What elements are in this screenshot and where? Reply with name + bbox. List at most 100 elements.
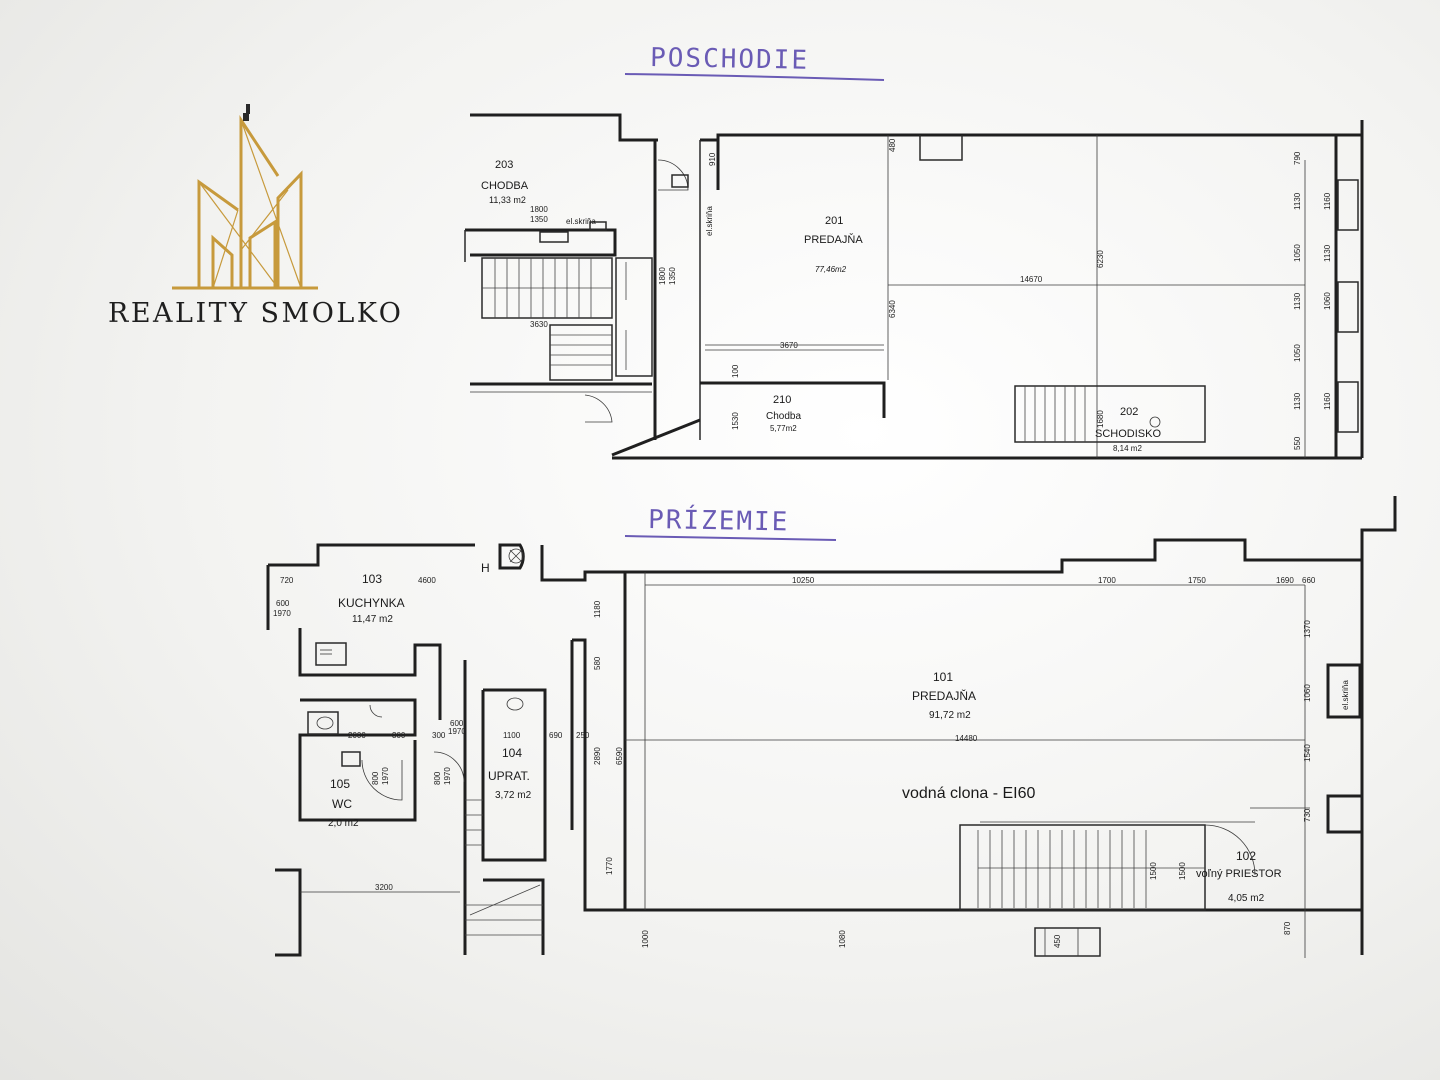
heading-ground-floor: PRÍZEMIE xyxy=(648,503,790,537)
svg-text:790: 790 xyxy=(1293,151,1302,165)
heading-ground-floor-underline xyxy=(624,535,837,541)
svg-text:480: 480 xyxy=(888,138,897,152)
room-203: 203 CHODBA 11,33 m2 xyxy=(481,159,529,205)
svg-text:300: 300 xyxy=(432,731,446,740)
svg-text:4,05 m2: 4,05 m2 xyxy=(1228,893,1265,904)
upper-stairs-left xyxy=(481,257,653,381)
ground-stairs-left xyxy=(465,799,543,936)
water-curtain-label: vodná clona - EI60 xyxy=(902,785,1036,802)
svg-text:2000: 2000 xyxy=(348,731,366,740)
svg-text:1500: 1500 xyxy=(1149,862,1158,880)
svg-text:1690: 1690 xyxy=(1276,576,1294,585)
svg-text:2,0 m2: 2,0 m2 xyxy=(328,818,359,829)
svg-text:870: 870 xyxy=(1283,921,1292,935)
svg-text:8,14 m2: 8,14 m2 xyxy=(1113,444,1142,453)
svg-text:600: 600 xyxy=(276,599,290,608)
svg-text:690: 690 xyxy=(549,731,563,740)
svg-text:3630: 3630 xyxy=(530,320,548,329)
room-105: 105 WC 2,0 m2 xyxy=(328,777,359,829)
svg-text:SCHODISKO: SCHODISKO xyxy=(1095,428,1161,440)
logo-brand-name: REALITY SMOLKO xyxy=(108,298,403,329)
svg-text:3200: 3200 xyxy=(375,883,393,892)
svg-text:PREDAJŇA: PREDAJŇA xyxy=(804,233,863,246)
svg-text:1160: 1160 xyxy=(1323,392,1332,410)
svg-text:660: 660 xyxy=(1302,576,1316,585)
svg-text:800: 800 xyxy=(433,771,442,785)
svg-text:202: 202 xyxy=(1120,406,1138,418)
svg-text:UPRAT.: UPRAT. xyxy=(488,769,530,783)
svg-text:Chodba: Chodba xyxy=(766,411,801,422)
room-201: 201 PREDAJŇA 77,46m2 xyxy=(804,215,863,274)
ground-switchboard-label: el.skriňa xyxy=(1341,680,1350,710)
room-104: 104 UPRAT. 3,72 m2 xyxy=(488,746,532,801)
svg-text:1540: 1540 xyxy=(1303,744,1312,762)
hydrant-label: H xyxy=(481,561,490,575)
upper-switchboard-label-2: el.skriňa xyxy=(705,206,714,236)
ground-stairs-102 xyxy=(977,807,1310,908)
svg-text:KUCHYNKA: KUCHYNKA xyxy=(338,596,405,610)
svg-text:1370: 1370 xyxy=(1303,620,1312,638)
svg-text:550: 550 xyxy=(1293,436,1302,450)
svg-text:5,77m2: 5,77m2 xyxy=(770,424,797,433)
svg-text:4600: 4600 xyxy=(418,576,436,585)
svg-text:1750: 1750 xyxy=(1188,576,1206,585)
svg-text:1130: 1130 xyxy=(1293,392,1302,410)
upper-switchboard-label: el.skriňa xyxy=(566,217,596,226)
svg-text:1970: 1970 xyxy=(273,609,291,618)
svg-text:6340: 6340 xyxy=(888,300,897,318)
svg-text:1100: 1100 xyxy=(503,731,521,740)
svg-text:1000: 1000 xyxy=(641,930,650,948)
svg-text:6590: 6590 xyxy=(615,747,624,765)
svg-text:910: 910 xyxy=(708,152,717,166)
svg-text:100: 100 xyxy=(731,364,740,378)
svg-text:1770: 1770 xyxy=(605,857,614,875)
svg-text:450: 450 xyxy=(1053,934,1062,948)
room-210: 210 Chodba 5,77m2 xyxy=(766,394,801,433)
svg-text:77,46m2: 77,46m2 xyxy=(815,265,847,274)
room-202: 202 SCHODISKO 8,14 m2 xyxy=(1095,406,1161,453)
svg-text:1500: 1500 xyxy=(1178,862,1187,880)
upper-windows-right xyxy=(1337,179,1359,433)
svg-text:105: 105 xyxy=(330,777,350,791)
svg-text:103: 103 xyxy=(362,572,382,586)
svg-text:14670: 14670 xyxy=(1020,275,1043,284)
svg-text:580: 580 xyxy=(593,656,602,670)
svg-text:1350: 1350 xyxy=(530,215,548,224)
svg-text:300: 300 xyxy=(392,731,406,740)
svg-text:PREDAJŇA: PREDAJŇA xyxy=(912,688,976,703)
svg-text:1130: 1130 xyxy=(1293,292,1302,310)
ground-floor-plan: H xyxy=(266,496,1397,958)
svg-text:6230: 6230 xyxy=(1096,250,1105,268)
svg-text:1060: 1060 xyxy=(1303,684,1312,702)
room-102: 102 voľný PRIESTOR 4,05 m2 xyxy=(1196,849,1282,904)
svg-text:720: 720 xyxy=(280,576,294,585)
svg-text:102: 102 xyxy=(1236,849,1256,863)
svg-text:1970: 1970 xyxy=(443,767,452,785)
svg-text:101: 101 xyxy=(933,670,953,684)
svg-text:1180: 1180 xyxy=(593,600,602,618)
heading-upper-floor-underline xyxy=(624,73,885,81)
room-103: 103 KUCHYNKA 11,47 m2 xyxy=(338,572,405,625)
kitchen-sink-icon xyxy=(315,642,347,666)
upper-stairs-202 xyxy=(1014,385,1206,443)
svg-text:1800: 1800 xyxy=(658,267,667,285)
wc-fixture-icon xyxy=(307,697,524,767)
svg-text:14480: 14480 xyxy=(955,734,978,743)
svg-text:1970: 1970 xyxy=(448,727,466,736)
svg-text:210: 210 xyxy=(773,394,791,406)
room-101: 101 PREDAJŇA 91,72 m2 xyxy=(912,670,976,721)
svg-text:1800: 1800 xyxy=(530,205,548,214)
svg-text:600: 600 xyxy=(450,719,464,728)
svg-text:3670: 3670 xyxy=(780,341,798,350)
svg-text:201: 201 xyxy=(825,215,843,227)
svg-text:1350: 1350 xyxy=(668,267,677,285)
svg-text:WC: WC xyxy=(332,797,352,811)
svg-text:104: 104 xyxy=(502,746,522,760)
svg-text:91,72 m2: 91,72 m2 xyxy=(929,710,971,721)
svg-text:2890: 2890 xyxy=(593,747,602,765)
svg-text:1130: 1130 xyxy=(1323,244,1332,262)
ground-dimensions: 720 4600 10250 1700 1750 1690 660 600 19… xyxy=(273,576,1316,948)
svg-text:3,72 m2: 3,72 m2 xyxy=(495,790,532,801)
svg-text:1130: 1130 xyxy=(1293,192,1302,210)
company-logo: REALITY SMOLKO xyxy=(108,104,403,329)
